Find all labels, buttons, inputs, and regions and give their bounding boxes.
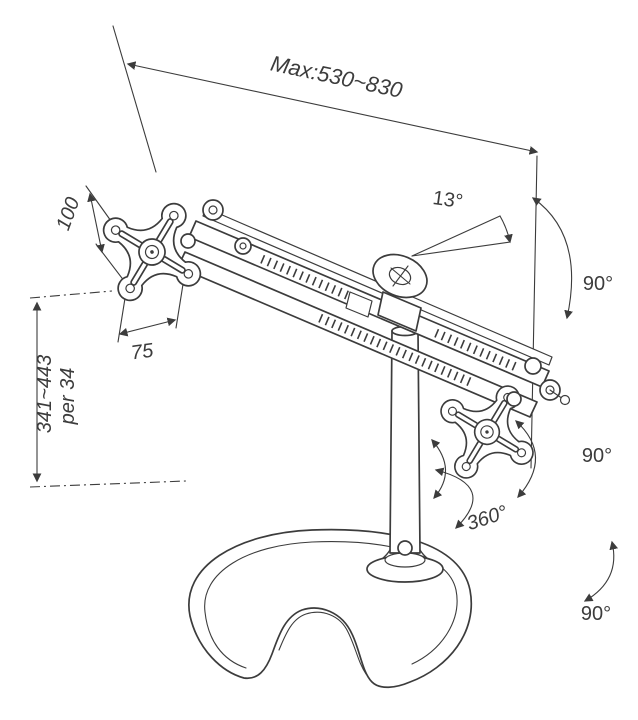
rail-upper-ribbing — [260, 254, 370, 309]
max-width-label: Max:530~830 — [268, 51, 405, 103]
vesa-height-label: 100 — [52, 195, 84, 234]
rail-connector — [345, 291, 373, 318]
clamp-knobs — [202, 199, 571, 407]
width-extension-left — [112, 25, 157, 173]
left-height-dimension: 341~443 per 34 — [29, 290, 187, 488]
center-tilt-joint — [372, 253, 428, 332]
joint-slot — [390, 265, 411, 287]
tilt-arc — [499, 215, 513, 244]
dim-100-line — [87, 192, 105, 254]
swivel-angle-annotation: 90° — [531, 197, 613, 320]
knob-end-bolt — [559, 394, 571, 406]
base — [188, 528, 473, 689]
height-ref-top — [29, 290, 113, 299]
vesa-dimension-75: 75 — [117, 277, 185, 364]
height-range-label: 341~443 — [34, 355, 56, 433]
pivot-angle-annotation: 90° — [581, 540, 619, 625]
height-ref-bottom — [29, 480, 187, 488]
base-outline — [188, 528, 473, 689]
left-plate-hinge — [180, 233, 196, 249]
plate-rotation-arc-inner — [431, 439, 447, 500]
pivot-arc — [583, 540, 619, 602]
width-dimension-line — [126, 61, 539, 155]
tilt-ray-upper — [411, 215, 501, 257]
rail-upper-ribbing-right — [434, 328, 518, 372]
arm-swivel-label: 90° — [583, 273, 613, 295]
knob-right-low — [506, 391, 522, 407]
knob-right-top — [524, 357, 542, 375]
joint-bracket — [377, 291, 422, 332]
base-inner-edge — [204, 541, 458, 669]
ext-75-right — [175, 277, 185, 329]
monitor-arm — [177, 207, 553, 418]
knob-left-top-inner — [208, 205, 218, 215]
width-extension-right — [530, 155, 538, 469]
plate-rotation-arc — [515, 420, 537, 498]
dim-75-line — [118, 317, 177, 337]
vesa-width-label: 75 — [130, 339, 156, 364]
tilt-ray-lower — [411, 241, 511, 257]
tilt-angle-label: 13° — [431, 187, 464, 213]
height-increment-label: per 34 — [57, 368, 79, 426]
knob-left-mid-inner — [239, 242, 247, 250]
base-notch-edge — [278, 611, 367, 675]
vesa-plate-left — [101, 201, 203, 303]
plate-rotation-label: 90° — [582, 445, 612, 467]
tilt-angle-annotation: 13° — [411, 187, 513, 257]
pivot-rotation-label: 90° — [581, 603, 611, 625]
swivel-arc — [531, 197, 573, 320]
pole-rotation-arc — [434, 467, 474, 529]
pole-cap-nut — [397, 540, 413, 556]
pole-rotation-annotation: 360° — [434, 467, 510, 535]
